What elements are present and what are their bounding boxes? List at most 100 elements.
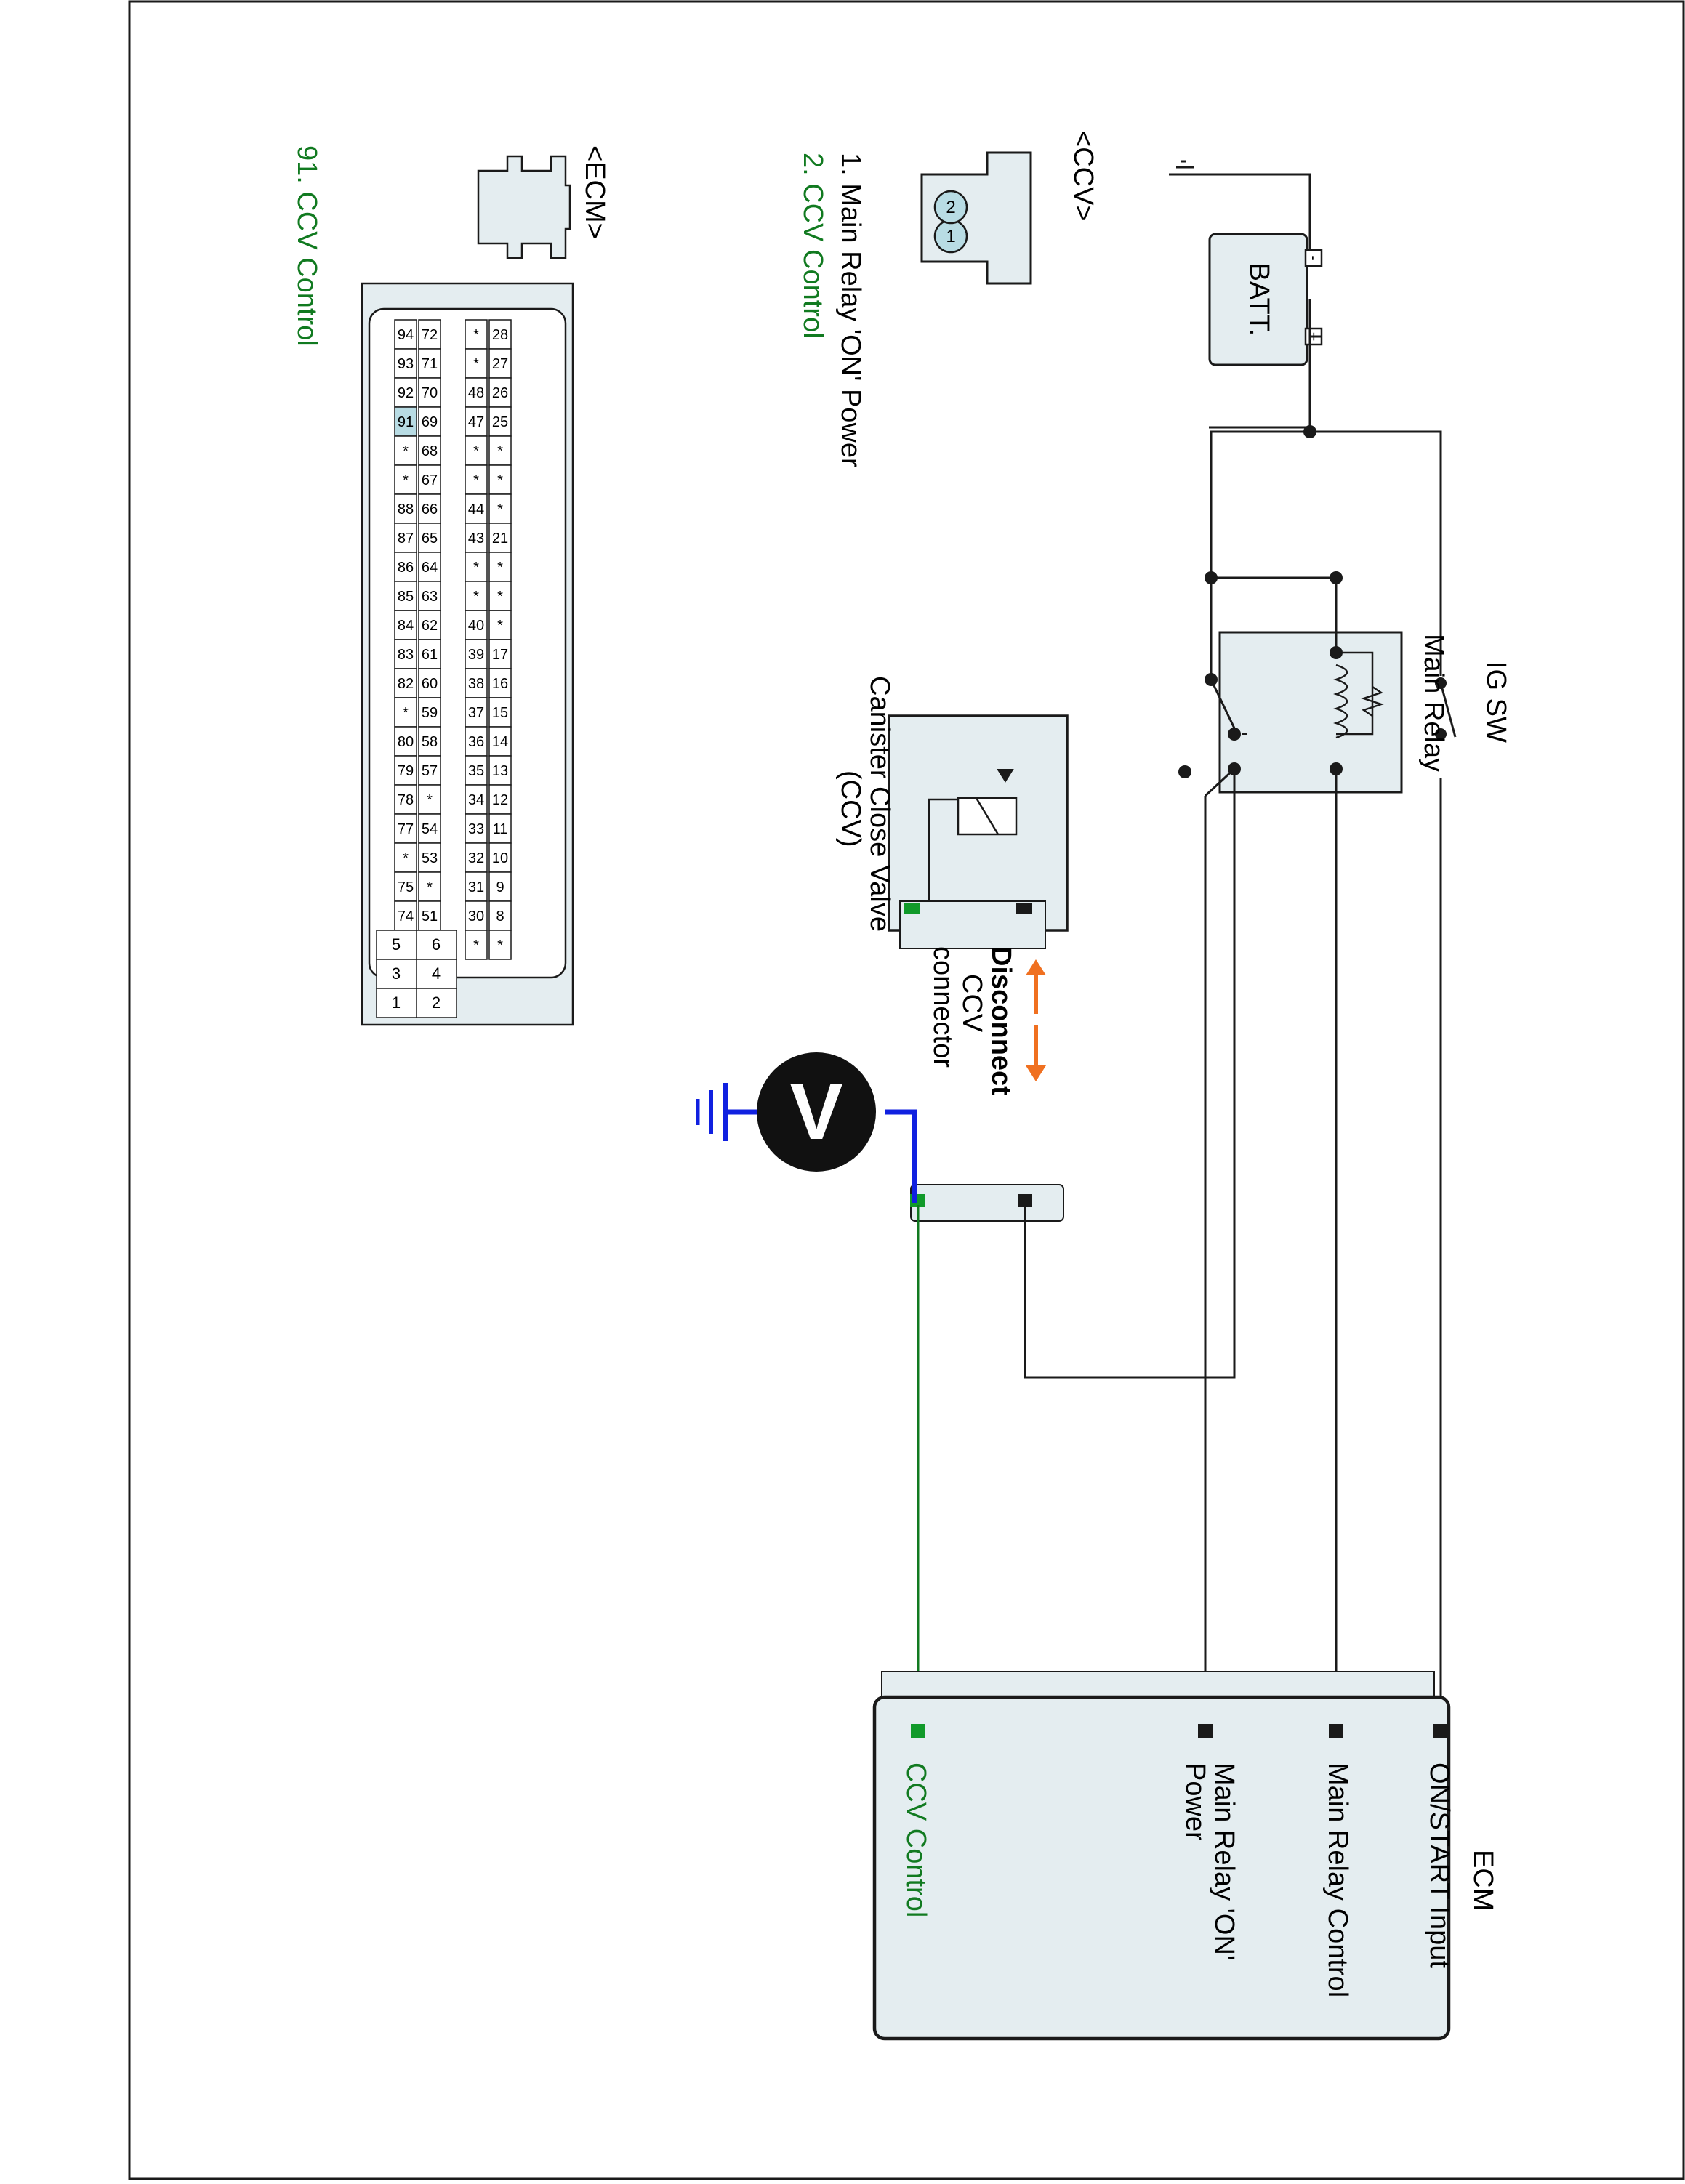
ecm-pin-number: 9 <box>496 879 504 895</box>
ecm-pin-number: 87 <box>398 531 414 547</box>
ecm-pin-number: * <box>427 792 433 808</box>
ecm-pin-number: * <box>473 938 479 954</box>
ecm-small-pin-number: 4 <box>432 964 441 983</box>
main-relay: Main Relay <box>1178 571 1449 794</box>
ecm-connector-title: <ECM> <box>579 145 610 239</box>
battery-label: BATT. <box>1244 263 1274 337</box>
battery-feed <box>1209 335 1322 429</box>
ecm-pin-number: * <box>403 472 409 488</box>
ecm-pin-number: 17 <box>492 647 508 663</box>
ecm-pin-number: * <box>473 327 479 343</box>
ecm-pin-number: * <box>473 560 479 576</box>
ecm-pin-number: * <box>403 705 409 721</box>
ecm-pin-number: 10 <box>492 850 508 866</box>
ecm-pin-number: 27 <box>492 356 508 372</box>
ecm-pin-number: * <box>497 501 503 517</box>
ecm-pin-number: 92 <box>398 385 414 401</box>
ecm-pin-number: 62 <box>422 618 438 634</box>
ecm-pin-number: 74 <box>398 908 414 924</box>
ecm-pin91-desc: 91. CCV Control <box>291 145 322 347</box>
ecm-pin-number: 91 <box>398 414 414 430</box>
ecm-pin-number: 77 <box>398 821 414 837</box>
ecm-pin-number: 67 <box>422 472 438 488</box>
ccv-connector-title: <CCV> <box>1068 131 1098 222</box>
ecm-pin-number: 80 <box>398 734 414 750</box>
disconnect-label-1: Disconnect <box>986 946 1016 1095</box>
ecm-pin-number: * <box>497 443 503 459</box>
ecm-pin-number: 15 <box>492 705 508 721</box>
ecm-small-pin-number: 5 <box>392 935 401 954</box>
ecm-pin-number: 11 <box>493 821 508 837</box>
ecm-pin-number: 44 <box>468 501 484 517</box>
ecm-pin-number: 60 <box>422 676 438 692</box>
ecm-block: ECM ON/START Input Main Relay Control Ma… <box>872 1671 1498 2041</box>
ecm-small-pin-number: 2 <box>432 994 441 1012</box>
diagram-content: - + BATT. IG SW Main Relay <box>291 131 1511 2041</box>
ecm-small-pin-number: 3 <box>392 964 401 983</box>
ecm-pin-number: * <box>403 850 409 866</box>
battery-neg-label: - <box>1305 255 1323 260</box>
ecm-pin-number: 75 <box>398 879 414 895</box>
ecm-pin-number: 33 <box>468 821 484 837</box>
ecm-pin-cell <box>465 930 488 960</box>
voltmeter-label: V <box>789 1067 842 1156</box>
ccv-valve-label-1: Canister Close Valve <box>864 676 895 932</box>
ig-sw-wire <box>1310 430 1442 1701</box>
ecm-pin-number: 40 <box>468 618 484 634</box>
ecm-pin-number: * <box>497 938 503 954</box>
ecm-pin-number: 14 <box>492 734 508 750</box>
ecm-pin-number: 59 <box>422 705 438 721</box>
ground-wire <box>1183 173 1311 265</box>
ecm-pin-number: * <box>473 589 479 605</box>
ecm-pin-number: * <box>473 443 479 459</box>
ecm-pin-number: 39 <box>468 647 484 663</box>
ecm-pin-number: * <box>497 472 503 488</box>
voltmeter: V <box>696 1052 917 1203</box>
ecm-pin-number: 21 <box>492 531 508 547</box>
ground-icon <box>1169 160 1198 176</box>
ecm-pin-relay-power-2: Power <box>1180 1762 1210 1841</box>
ecm-pin-number: * <box>473 356 479 372</box>
ecm-title: ECM <box>1468 1850 1498 1911</box>
ecm-pin-number: 86 <box>398 560 414 576</box>
ccv-connector-view: <CCV> 1 2 1. Main Relay 'ON' Power 2. CC… <box>797 131 1098 467</box>
relay-power-wire-1 <box>1031 769 1236 1379</box>
ecm-pin-number: 47 <box>468 414 484 430</box>
arrow-right-icon <box>1026 1025 1046 1081</box>
ecm-pin-number: 26 <box>492 385 508 401</box>
ecm-pin-number: 64 <box>422 560 438 576</box>
ecm-connector-view: <ECM> 94939291**88878685848382*80797877*… <box>291 145 610 1026</box>
ecm-pin-number: 36 <box>468 734 484 750</box>
ig-switch: IG SW <box>1428 661 1511 778</box>
ecm-pin-number: 72 <box>422 327 438 343</box>
ecm-pin-number: 58 <box>422 734 438 750</box>
ecm-pin-number: 79 <box>398 763 414 779</box>
ecm-pin-grid: 94939291**88878685848382*80797877*7574*7… <box>394 319 512 960</box>
ccv-valve-label-2: (CCV) <box>835 770 866 847</box>
ecm-small-pin-number: 1 <box>392 994 401 1012</box>
ecm-pin-number: 70 <box>422 385 438 401</box>
ecm-pin-number: 54 <box>422 821 438 837</box>
ecm-small-pin-cell <box>376 988 417 1018</box>
ecm-pin-number: 85 <box>398 589 414 605</box>
ecm-pin-number: 88 <box>398 501 414 517</box>
ecm-pin-number: * <box>473 472 479 488</box>
ecm-pin-number: 28 <box>492 327 508 343</box>
ecm-pin-number: * <box>403 443 409 459</box>
ccv-pin2-num: 2 <box>946 198 955 217</box>
page-border <box>128 0 1685 2180</box>
ecm-pin-relay-power-1: Main Relay 'ON' <box>1209 1762 1239 1960</box>
ecm-pin-number: * <box>497 560 503 576</box>
ccv-pin2-desc: 2. CCV Control <box>797 153 828 339</box>
ecm-pin-number: 8 <box>496 908 504 924</box>
ecm-pin-number: 16 <box>492 676 508 692</box>
ccv-pin1-num: 1 <box>946 227 955 246</box>
ecm-pin-number: 71 <box>422 356 438 372</box>
ecm-pin-number: 66 <box>422 501 438 517</box>
ecm-pin-number: 38 <box>468 676 484 692</box>
ecm-pin-number: 13 <box>492 763 508 779</box>
ecm-pin-number: 53 <box>422 850 438 866</box>
